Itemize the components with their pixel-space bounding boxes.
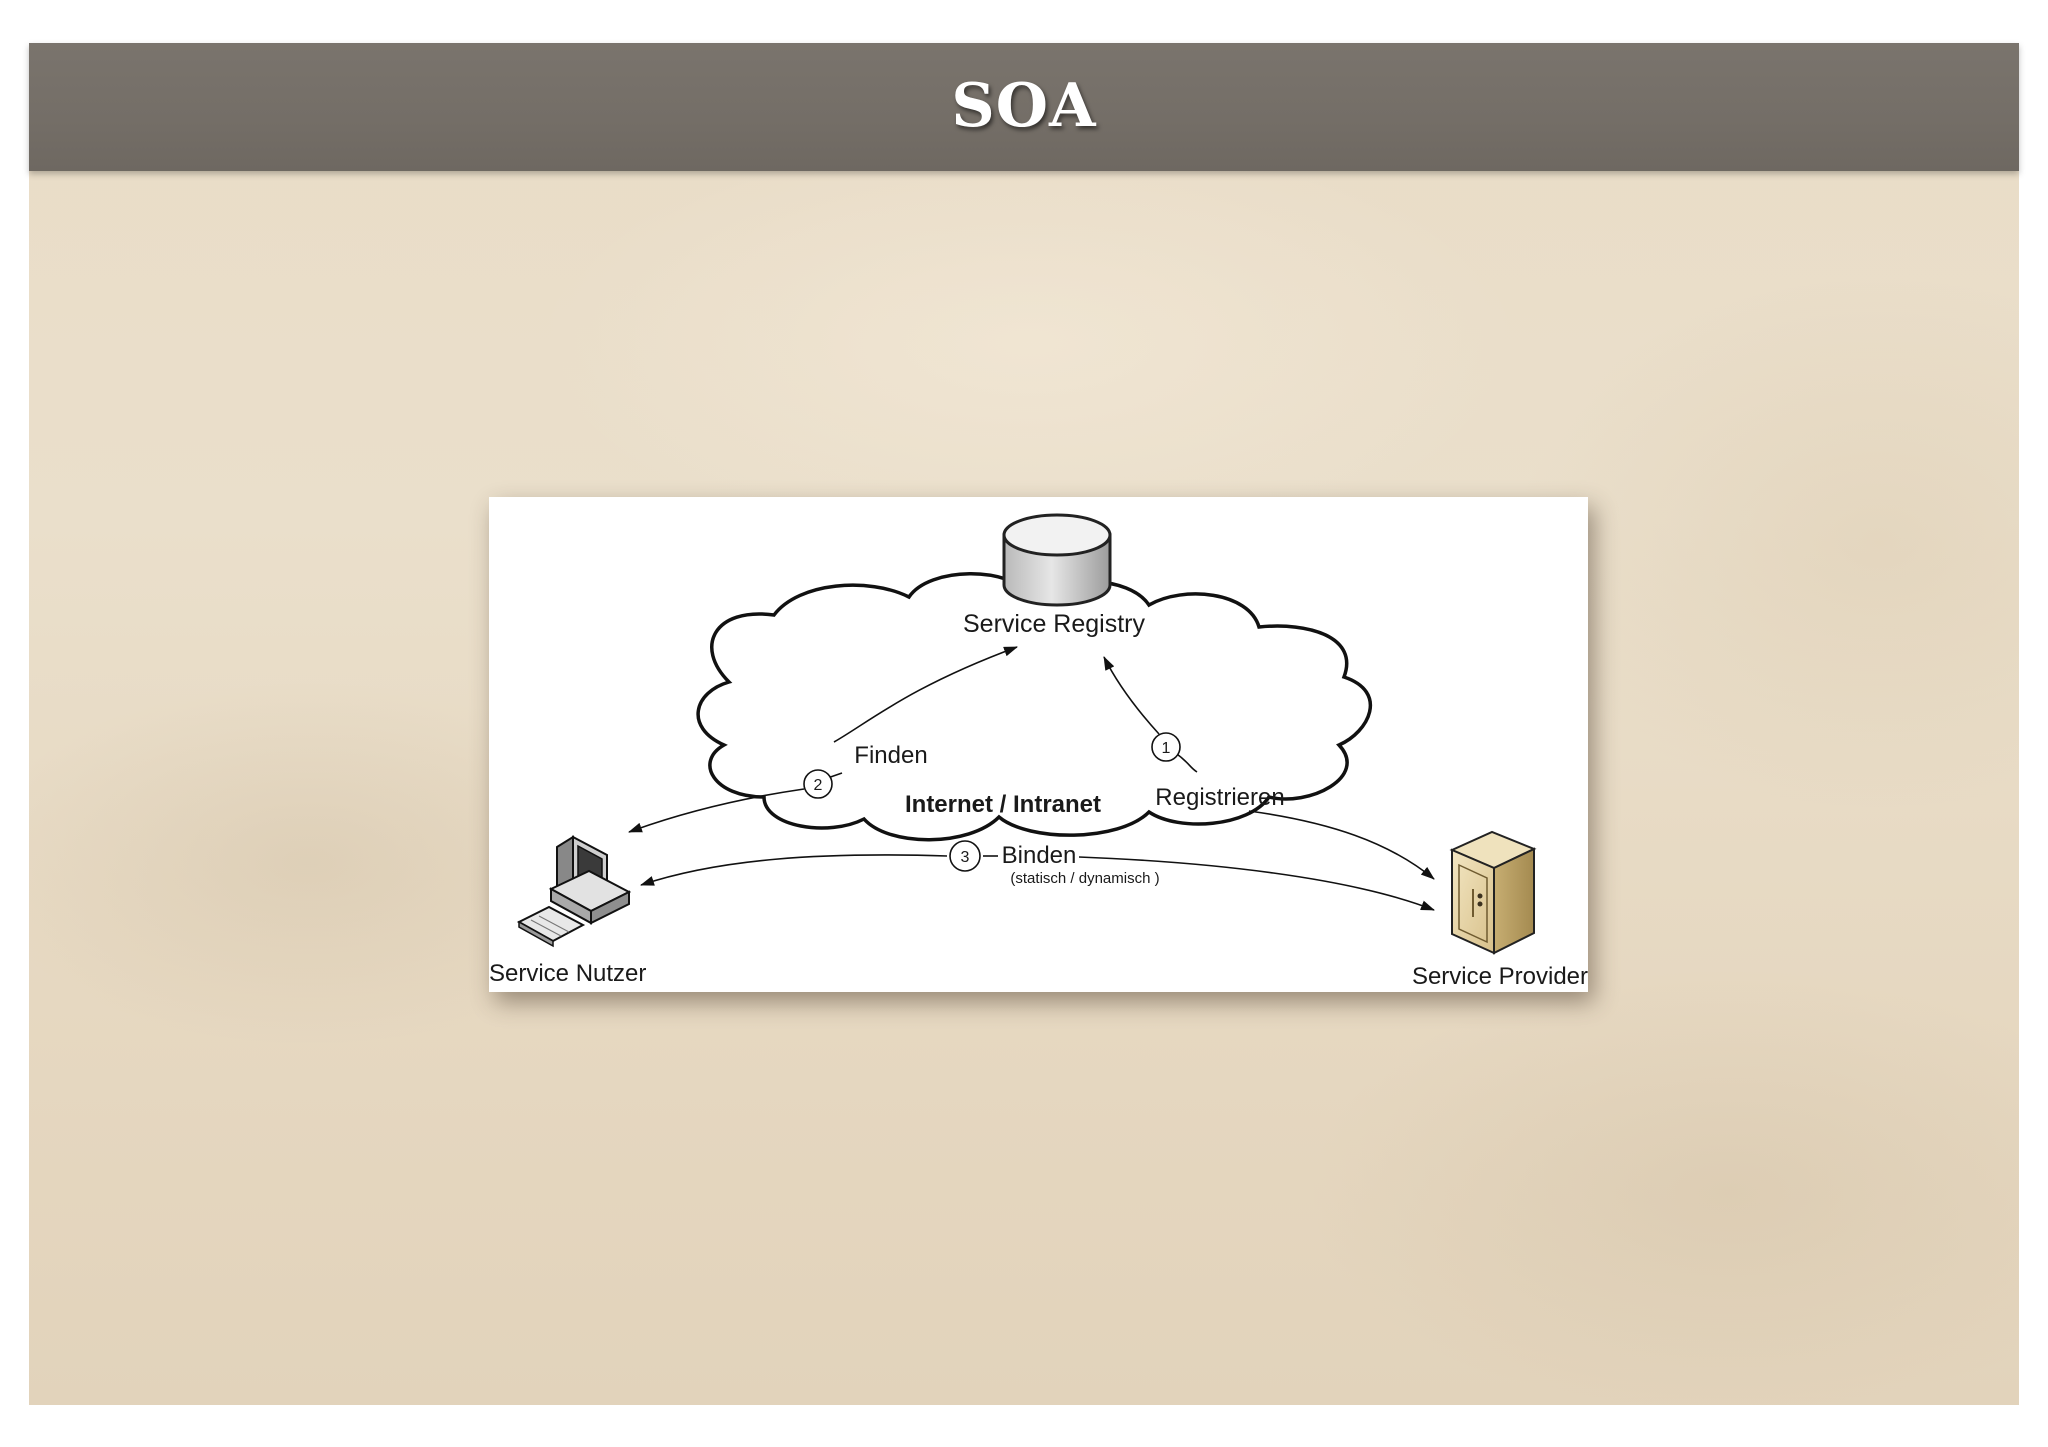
- database-icon: [1002, 513, 1112, 607]
- step-3-badge: 3: [949, 840, 981, 872]
- svg-text:3: 3: [961, 849, 970, 866]
- arrow-finden-to-registry: [833, 646, 1018, 743]
- step-3-sublabel: (statisch / dynamisch ): [1010, 870, 1159, 887]
- step-1-badge: 1: [1151, 732, 1181, 762]
- slide: SOA: [29, 43, 2019, 1405]
- computer-icon: [516, 835, 632, 948]
- step-2-badge: 2: [803, 769, 833, 799]
- svg-text:2: 2: [814, 777, 823, 794]
- soa-diagram-figure: 1 2 3 Service Registry Internet / Intran…: [489, 497, 1588, 992]
- step-1-label: Registrieren: [1155, 784, 1284, 811]
- arrow-finden-to-nutzer: [628, 788, 805, 833]
- arrow-registrieren-to-provider: [1248, 810, 1435, 880]
- server-icon: [1449, 830, 1537, 955]
- step-2-label: Finden: [854, 742, 927, 769]
- provider-label: Service Provider: [1412, 963, 1588, 990]
- network-label: Internet / Intranet: [905, 791, 1101, 818]
- slide-title: SOA: [951, 71, 1097, 141]
- svg-text:1: 1: [1162, 740, 1171, 757]
- soa-diagram: 1 2 3 Service Registry Internet / Intran…: [489, 513, 1588, 990]
- consumer-label: Service Nutzer: [489, 960, 646, 987]
- arrow-binden-to-provider: [1078, 856, 1435, 911]
- title-bar: SOA: [29, 43, 2019, 171]
- network-cloud: [696, 572, 1373, 842]
- registry-label: Service Registry: [963, 610, 1145, 638]
- arrow-registrieren-to-registry: [1103, 656, 1160, 735]
- arrow-binden-to-nutzer: [640, 854, 948, 886]
- step-3-label: Binden: [1002, 842, 1077, 869]
